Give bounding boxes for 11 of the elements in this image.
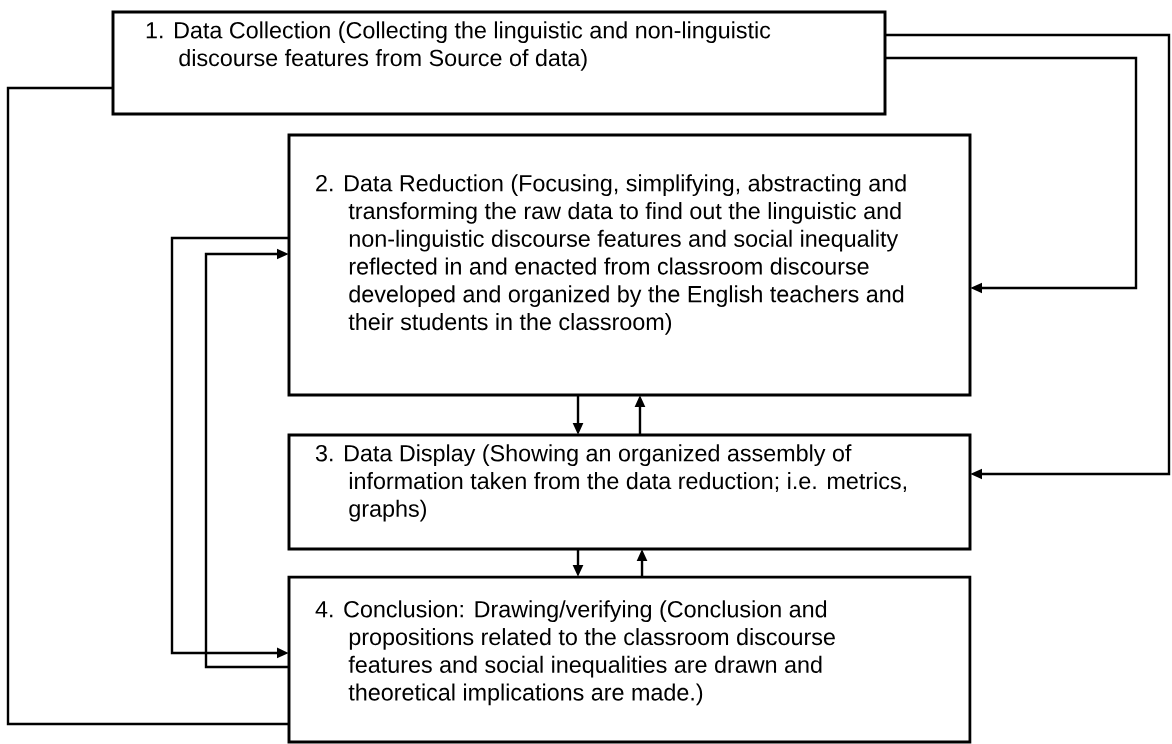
arrow — [204, 248, 289, 669]
process-box — [111, 10, 887, 116]
arrow — [885, 33, 1171, 480]
arrow — [885, 56, 1138, 294]
process-box — [287, 575, 972, 744]
step-text: 3. Data Display (Showing an organized assembly of information taken from the data reduction; i.e. metrics, graphs) — [315, 444, 906, 522]
process-box — [287, 433, 972, 551]
step-text: 1. Data Collection (Collecting the linguistic and non-linguistic discourse features from Source of data) — [146, 21, 771, 71]
step-text: 4. Conclusion: Drawing/verifying (Conclusion and propositions related to the classroom discourse features and social inequalities are drawn and theoretical implications are made.) — [315, 600, 835, 706]
step-text: 2. Data Reduction (Focusing, simplifying, abstracting and transforming the raw data to find out the linguistic and non-linguistic discourse features and social inequality reflected in and enacted from classroom discourse developed and organized by the English teachers and their students in the classroom) — [316, 174, 906, 335]
process-box — [287, 133, 972, 397]
